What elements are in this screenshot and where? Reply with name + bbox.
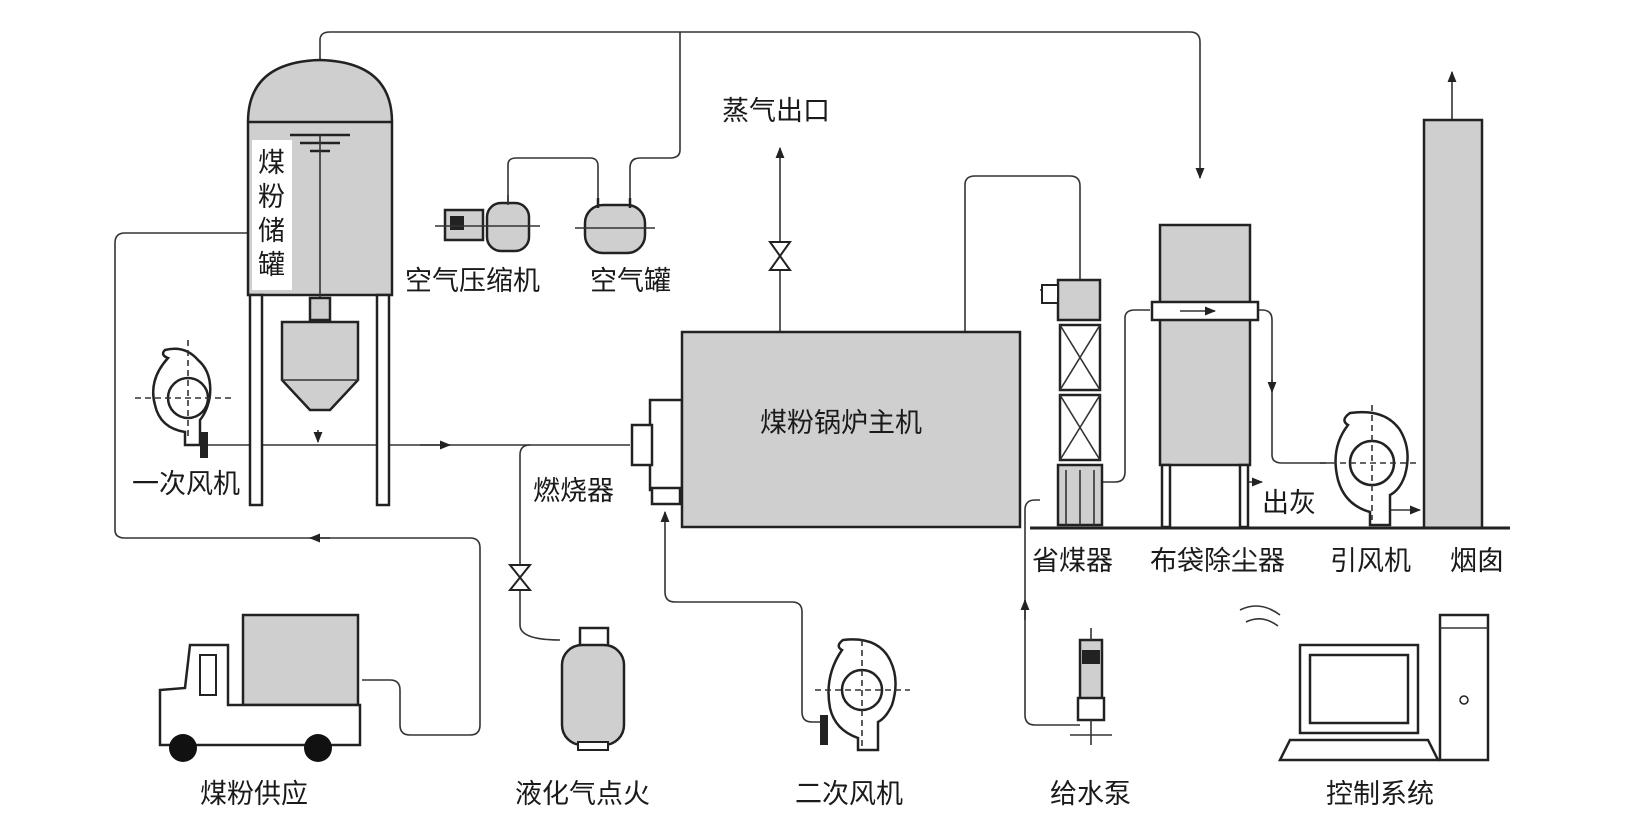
burner-label: 燃烧器	[533, 476, 614, 507]
pipe-network	[114, 31, 1457, 736]
secondary-fan: 二次风机	[795, 638, 910, 810]
bag-filter-label: 布袋除尘器	[1150, 546, 1285, 577]
economizer-label: 省煤器	[1032, 546, 1113, 577]
air-compressor-label: 空气压缩机	[405, 266, 540, 297]
coal-storage-tank: 煤 粉 储 罐	[246, 58, 394, 507]
economizer: 省煤器	[1032, 278, 1113, 577]
primary-fan: 一次风机	[132, 340, 240, 500]
feed-pump-label: 给水泵	[1050, 779, 1131, 810]
lpg-ignition-label: 液化气点火	[515, 779, 650, 810]
air-compressor: 空气压缩机	[405, 195, 540, 297]
burner: 燃烧器	[533, 398, 684, 507]
bag-filter: 出灰 布袋除尘器	[1150, 223, 1316, 577]
steam-outlet-label: 蒸气出口	[722, 96, 830, 127]
boiler-main-unit: 煤粉锅炉主机	[680, 330, 1022, 529]
secondary-fan-label: 二次风机	[795, 779, 903, 810]
coal-supply-truck: 煤粉供应	[158, 613, 362, 810]
storage-tank-label-2: 粉	[258, 182, 285, 213]
chimney-label: 烟囱	[1450, 546, 1504, 577]
storage-tank-label-4: 罐	[258, 250, 285, 281]
coal-supply-label: 煤粉供应	[200, 779, 308, 810]
boiler-main-label: 煤粉锅炉主机	[760, 408, 922, 439]
storage-tank-label-1: 煤	[258, 148, 285, 179]
induced-fan: 引风机	[1320, 405, 1420, 577]
air-tank-label: 空气罐	[590, 266, 671, 297]
induced-fan-label: 引风机	[1330, 546, 1411, 577]
primary-fan-label: 一次风机	[132, 469, 240, 500]
ash-out-label: 出灰	[1262, 488, 1316, 519]
control-system-label: 控制系统	[1326, 779, 1434, 810]
air-tank: 空气罐	[575, 198, 671, 297]
feed-pump: 给水泵	[1050, 628, 1131, 810]
control-system: 控制系统	[1239, 605, 1490, 810]
storage-tank-label-3: 储	[258, 216, 285, 247]
chimney: 烟囱	[1422, 118, 1504, 577]
steam-outlet: 蒸气出口	[722, 96, 830, 271]
lpg-ignition: 液化气点火	[507, 564, 650, 810]
